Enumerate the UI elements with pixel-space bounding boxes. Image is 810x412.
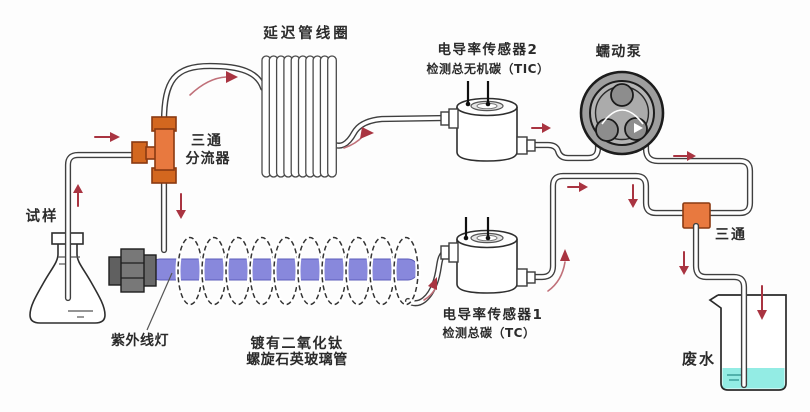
label-sensor2-sub: 检测总无机碳（TIC） — [427, 61, 550, 76]
label-sensor1-title: 电导率传感器1 — [443, 306, 544, 323]
label-waste: 废水 — [682, 350, 716, 368]
splitter-body — [154, 128, 175, 171]
flow-arrowhead — [110, 132, 120, 142]
tube-sensor2-to-pump — [525, 134, 602, 162]
flow-arrowhead — [360, 127, 374, 139]
conductivity-sensor-1 — [440, 217, 536, 294]
sensor1-electrode-tip — [463, 235, 469, 241]
pump-roller-left — [595, 118, 619, 142]
label-delay-coil: 延迟管线圈 — [262, 24, 351, 42]
sensor2-left-port-collar — [448, 108, 459, 129]
sensor1-body — [456, 239, 518, 294]
flow-arrowhead — [226, 71, 238, 83]
pump-rotation-pointer — [634, 123, 643, 133]
holder-center-block — [120, 248, 145, 293]
flow-arrow-curve — [423, 288, 436, 301]
sensor1-left-port-collar — [448, 242, 459, 263]
flow-arrowhead — [73, 184, 83, 193]
label-splitter-line1: 三通 — [191, 133, 223, 149]
peristaltic-pump — [579, 70, 665, 156]
label-quartz-line1: 镀有二氧化钛 — [251, 335, 344, 352]
label-sample: 试样 — [26, 207, 59, 225]
flow-arrowhead — [542, 123, 551, 133]
label-quartz-line2: 螺旋石英玻璃管 — [246, 351, 348, 368]
sensor2-right-port-collar — [516, 136, 528, 155]
three-way-splitter — [131, 116, 177, 184]
delay-coil-loop — [327, 55, 337, 178]
uv-lamp-holder — [108, 248, 157, 293]
sensor1-right-port — [526, 271, 536, 284]
flow-arrowhead — [428, 277, 437, 290]
sensor2-right-port — [526, 139, 536, 152]
label-sensor2-title: 电导率传感器2 — [438, 41, 539, 58]
sensor2-left-port — [440, 111, 450, 126]
tubing-layer — [160, 62, 754, 307]
label-splitter-line2: 分流器 — [186, 150, 231, 167]
pump-rotation-arc — [601, 109, 644, 125]
sensor2-electrode-tip — [465, 101, 471, 107]
flow-arrowhead — [687, 151, 696, 161]
label-tee: 三通 — [715, 227, 747, 243]
uv-reactor — [108, 235, 421, 331]
uv-lamp-pointer-line — [146, 272, 173, 331]
flow-arrowhead — [679, 266, 689, 275]
sensor1-right-port-collar — [516, 268, 528, 287]
flow-arrow-curve — [547, 261, 566, 292]
pump-roller-top — [610, 83, 634, 107]
flow-arrowhead — [176, 210, 186, 219]
beaker-outline — [708, 294, 787, 391]
conductivity-sensor-2 — [440, 81, 536, 162]
sensor2-body — [456, 107, 518, 162]
splitter-left-cap — [131, 141, 148, 164]
sensor2-electrode-tip — [485, 101, 491, 107]
flow-arrowhead — [628, 199, 638, 208]
flow-arrows — [73, 71, 767, 320]
waste-beaker — [708, 294, 787, 391]
label-uv-lamp: 紫外线灯 — [111, 332, 169, 349]
sensor1-electrode-tip — [485, 235, 491, 241]
uv-lamp-tube — [149, 258, 419, 281]
flow-arrowhead — [560, 249, 570, 261]
tube-pump-to-tee — [642, 134, 754, 217]
flow-arrowhead — [757, 310, 767, 320]
spiral-ring — [393, 236, 419, 306]
flow-arrowhead — [579, 182, 588, 192]
sensor1-left-port — [440, 245, 450, 260]
flow-arrow-curve — [189, 76, 227, 96]
label-sensor1-sub: 检测总碳（TC） — [443, 325, 536, 340]
beaker-interior — [710, 295, 786, 390]
beaker-liquid — [722, 368, 785, 389]
labels-layer: 延迟管线圈 电导率传感器2 检测总无机碳（TIC） 蠕动泵 三通 分流器 试样 … — [26, 24, 747, 368]
spiral-quartz-tube — [175, 235, 421, 307]
label-pump: 蠕动泵 — [596, 43, 643, 60]
delay-coil — [261, 55, 337, 178]
